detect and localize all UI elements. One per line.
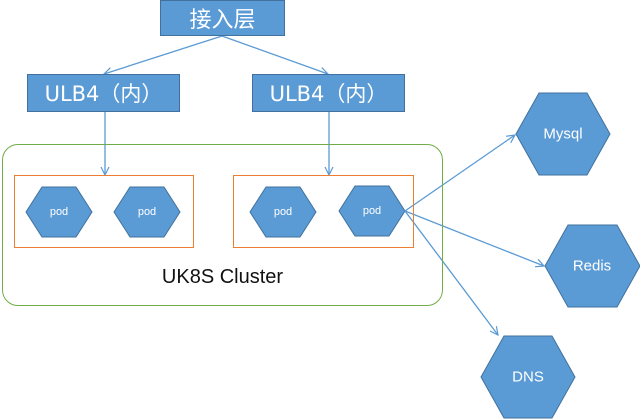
access-layer-box[interactable]: 接入层: [160, 0, 285, 36]
pod-label: pod: [273, 206, 293, 218]
ulb-right-label: ULB4（内）: [269, 82, 388, 106]
dns-hexagon[interactable]: [480, 335, 576, 419]
mysql-label: Mysql: [543, 125, 583, 143]
pod-group-left: [14, 175, 194, 248]
redis-label: Redis: [572, 257, 612, 275]
arrow-pod-to-mysql: [404, 135, 515, 212]
pod-group-right: [233, 175, 414, 248]
ulb-right-box[interactable]: ULB4（内）: [252, 74, 405, 112]
pod-hexagon[interactable]: [113, 186, 181, 238]
cluster-label: UK8S Cluster: [161, 266, 284, 288]
arrow-pod-to-redis: [404, 210, 544, 266]
ulb-left-label: ULB4（内）: [44, 82, 163, 106]
pod-label: pod: [137, 206, 157, 218]
mysql-hexagon[interactable]: [515, 92, 611, 176]
pod-label: pod: [362, 205, 382, 217]
arrow-access-to-ulb-left: [104, 35, 223, 74]
pod-hexagon[interactable]: [25, 186, 93, 238]
dns-label: DNS: [512, 368, 544, 386]
ulb-left-box[interactable]: ULB4（内）: [27, 74, 180, 112]
arrow-pod-to-dns: [404, 210, 498, 335]
access-layer-label: 接入层: [189, 8, 256, 33]
pod-label: pod: [49, 206, 69, 218]
pod-hexagon[interactable]: [249, 186, 317, 238]
redis-hexagon[interactable]: [544, 224, 640, 308]
arrow-access-to-ulb-right: [221, 35, 328, 74]
uk8s-cluster-container: [2, 144, 443, 306]
